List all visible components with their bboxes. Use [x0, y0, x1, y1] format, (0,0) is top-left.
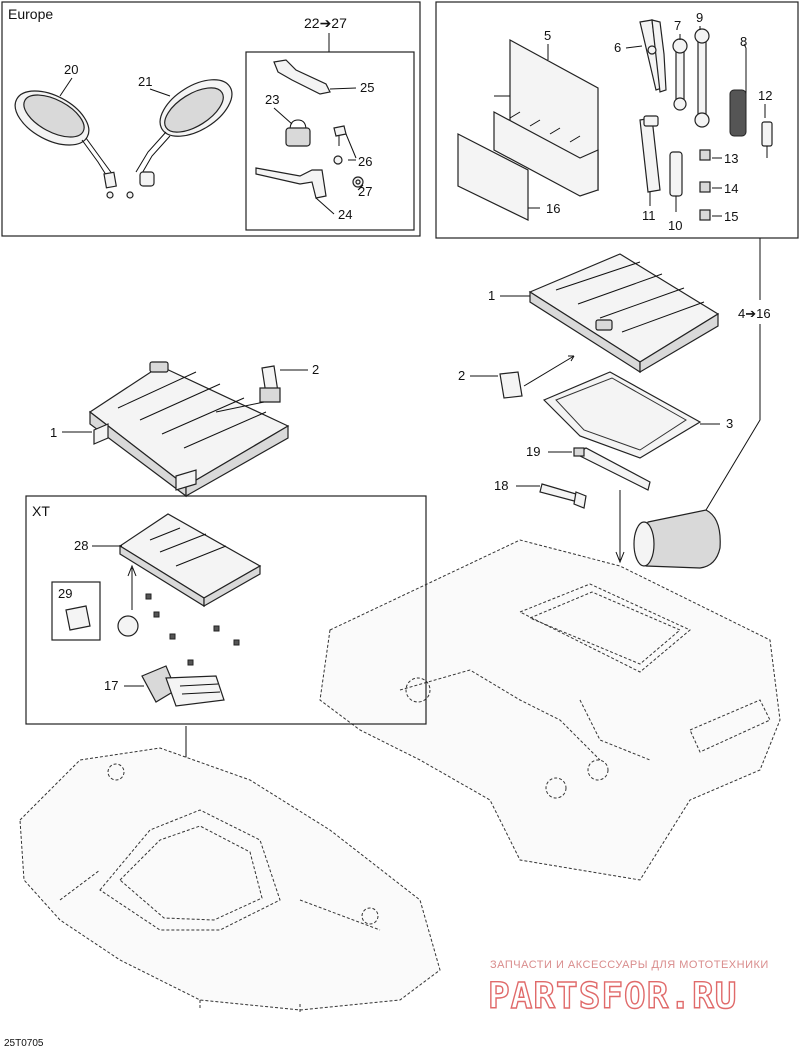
tool-bag: [633, 509, 721, 569]
callout-2-right: 2: [458, 368, 465, 383]
callout-10: 10: [668, 218, 682, 233]
mirror-right: [126, 79, 233, 199]
watermark-tagline: ЗАПЧАСТИ И АКСЕССУАРЫ ДЛЯ МОТОТЕХНИКИ: [490, 959, 769, 971]
inset-xt-frame: [25, 495, 427, 725]
inset-europe-title: Europe: [8, 6, 53, 22]
figure-code: 25T0705: [4, 1038, 44, 1049]
callout-1-left: 1: [50, 425, 57, 440]
rack-clamp-left: [259, 365, 281, 403]
callout-25: 25: [360, 80, 374, 95]
rear-rack-right: [528, 253, 720, 374]
callout-9: 9: [696, 10, 703, 25]
inset-xt: XT 28 29 17: [25, 495, 427, 725]
storage-key: [539, 483, 587, 509]
callout-11: 11: [642, 208, 656, 223]
rack-clamp-right: [499, 371, 523, 399]
callout-7: 7: [674, 18, 681, 33]
callout-1-right: 1: [488, 288, 495, 303]
watermark-brand: PARTSFOR.RU: [488, 976, 737, 1017]
callout-21: 21: [138, 74, 152, 89]
inset-tools-frame: [435, 1, 799, 239]
callout-29: 29: [58, 586, 72, 601]
callout-8: 8: [740, 34, 747, 49]
callout-23: 23: [265, 92, 279, 107]
inset-xt-title: XT: [32, 503, 50, 519]
callout-16: 16: [546, 201, 560, 216]
rear-fender-right: [319, 539, 781, 881]
callout-14: 14: [724, 181, 738, 196]
callout-3: 3: [726, 416, 733, 431]
callout-27: 27: [358, 184, 372, 199]
leader-4-16: [699, 324, 761, 521]
callout-17: 17: [104, 678, 118, 693]
inset-europe: Europe 20 21 22➔27: [1, 1, 421, 237]
callout-13: 13: [724, 151, 738, 166]
inset-kit-title: 22➔27: [304, 15, 347, 31]
callout-28: 28: [74, 538, 88, 553]
inset-kit-frame: [245, 51, 415, 231]
callout-20: 20: [64, 62, 78, 77]
xt-tow-hitch: [141, 665, 225, 707]
callout-15: 15: [724, 209, 738, 224]
callout-26: 26: [358, 154, 372, 169]
rear-fender-left: [19, 747, 441, 1012]
callout-4-16: 4➔16: [738, 306, 771, 321]
inset-europe-frame: [1, 1, 421, 237]
callout-18: 18: [494, 478, 508, 493]
storage-latch: [573, 447, 651, 491]
callout-5: 5: [544, 28, 551, 43]
callout-2-left: 2: [312, 362, 319, 377]
mirror-left: [14, 90, 117, 199]
inset-kit-22-27: 22➔27 25 23 26 27: [245, 15, 415, 231]
xt-support-plate: [118, 513, 262, 608]
callout-24: 24: [338, 207, 352, 222]
rear-rack-left: [88, 361, 290, 498]
xt-fasteners: [145, 593, 240, 666]
storage-seal: [542, 371, 702, 459]
callout-12: 12: [758, 88, 772, 103]
callout-6: 6: [614, 40, 621, 55]
inset-29-frame: [51, 581, 101, 641]
callout-19: 19: [526, 444, 540, 459]
inset-tools: 5 16 6 7 9 8 11: [435, 1, 799, 239]
